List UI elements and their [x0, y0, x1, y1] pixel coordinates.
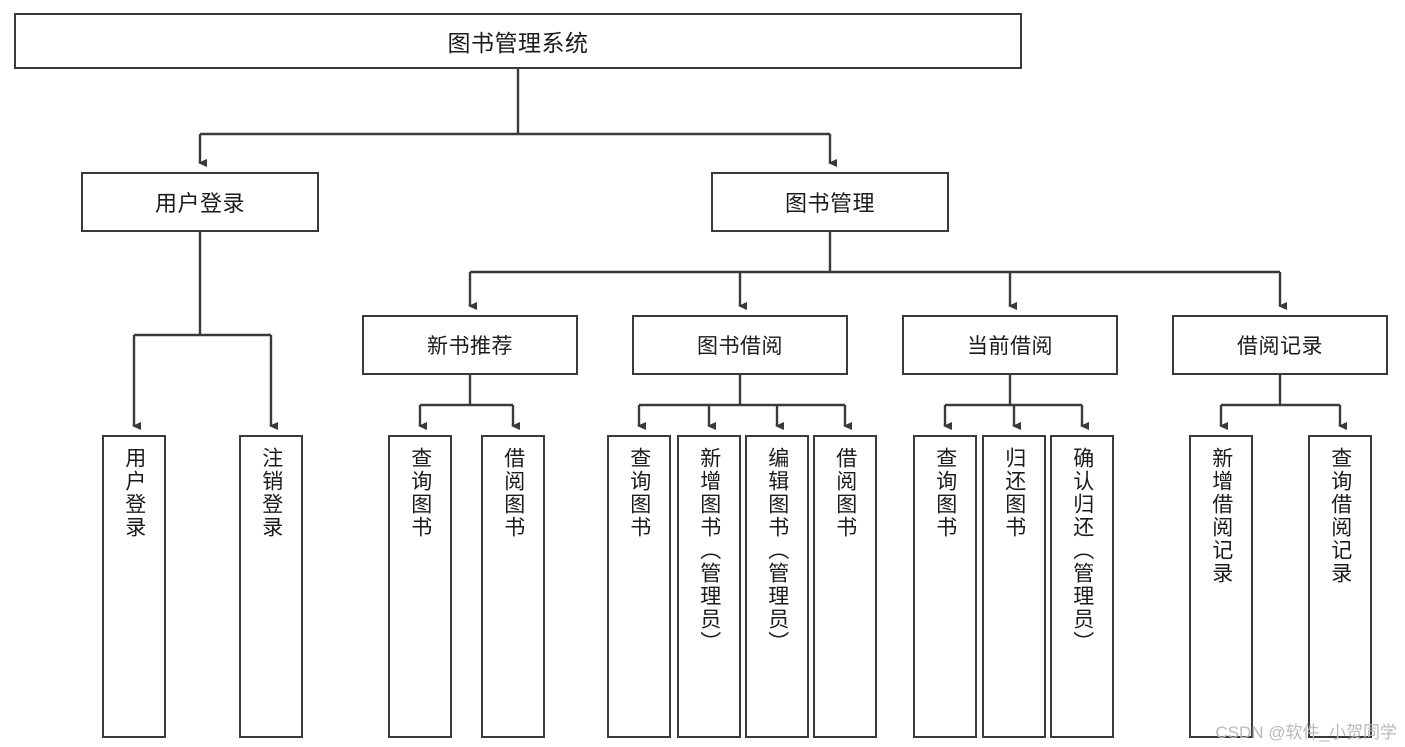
node-new-book-recommend-label: 新书推荐 — [427, 335, 513, 358]
node-leaf-query-book-2-label: 查询图书 — [627, 447, 651, 539]
node-leaf-borrow-book-2[interactable]: 借阅图书 — [813, 435, 877, 738]
node-root[interactable]: 图书管理系统 — [14, 13, 1022, 69]
node-leaf-confirm-return-label: 确认归还（管理员） — [1070, 447, 1094, 654]
node-leaf-user-login-label: 用户登录 — [122, 447, 146, 539]
node-borrow-record[interactable]: 借阅记录 — [1172, 315, 1388, 375]
node-leaf-query-book-3[interactable]: 查询图书 — [913, 435, 977, 738]
node-leaf-query-record[interactable]: 查询借阅记录 — [1308, 435, 1372, 738]
node-leaf-query-book-1[interactable]: 查询图书 — [388, 435, 452, 738]
node-leaf-add-record-label: 新增借阅记录 — [1209, 447, 1233, 585]
node-new-book-recommend[interactable]: 新书推荐 — [362, 315, 578, 375]
node-leaf-query-book-2[interactable]: 查询图书 — [607, 435, 671, 738]
node-leaf-user-login[interactable]: 用户登录 — [102, 435, 166, 738]
node-leaf-return-book-label: 归还图书 — [1002, 447, 1026, 539]
node-borrow-record-label: 借阅记录 — [1237, 335, 1323, 358]
node-current-borrow-label: 当前借阅 — [967, 335, 1053, 358]
node-book-borrow-label: 图书借阅 — [697, 335, 783, 358]
node-leaf-return-book[interactable]: 归还图书 — [982, 435, 1046, 738]
node-leaf-query-book-3-label: 查询图书 — [933, 447, 957, 539]
node-book-management-label: 图书管理 — [784, 191, 875, 216]
node-leaf-query-record-label: 查询借阅记录 — [1328, 447, 1352, 585]
node-leaf-logout-label: 注销登录 — [259, 447, 283, 539]
node-leaf-logout[interactable]: 注销登录 — [239, 435, 303, 738]
csdn-watermark: CSDN @软件_小贺同学 — [1215, 723, 1397, 742]
node-leaf-query-book-1-label: 查询图书 — [408, 447, 432, 539]
node-user-login[interactable]: 用户登录 — [81, 172, 319, 232]
node-leaf-edit-book[interactable]: 编辑图书（管理员） — [745, 435, 809, 738]
node-leaf-confirm-return[interactable]: 确认归还（管理员） — [1050, 435, 1114, 738]
node-leaf-borrow-book-1[interactable]: 借阅图书 — [481, 435, 545, 738]
node-leaf-add-record[interactable]: 新增借阅记录 — [1189, 435, 1253, 738]
node-root-label: 图书管理系统 — [447, 30, 589, 56]
node-leaf-add-book[interactable]: 新增图书（管理员） — [677, 435, 741, 738]
node-user-login-label: 用户登录 — [154, 191, 245, 216]
node-book-borrow[interactable]: 图书借阅 — [632, 315, 848, 375]
node-current-borrow[interactable]: 当前借阅 — [902, 315, 1118, 375]
node-book-management[interactable]: 图书管理 — [711, 172, 949, 232]
node-leaf-add-book-label: 新增图书（管理员） — [697, 447, 721, 654]
node-leaf-borrow-book-1-label: 借阅图书 — [501, 447, 525, 539]
node-leaf-edit-book-label: 编辑图书（管理员） — [765, 447, 789, 654]
node-leaf-borrow-book-2-label: 借阅图书 — [833, 447, 857, 539]
